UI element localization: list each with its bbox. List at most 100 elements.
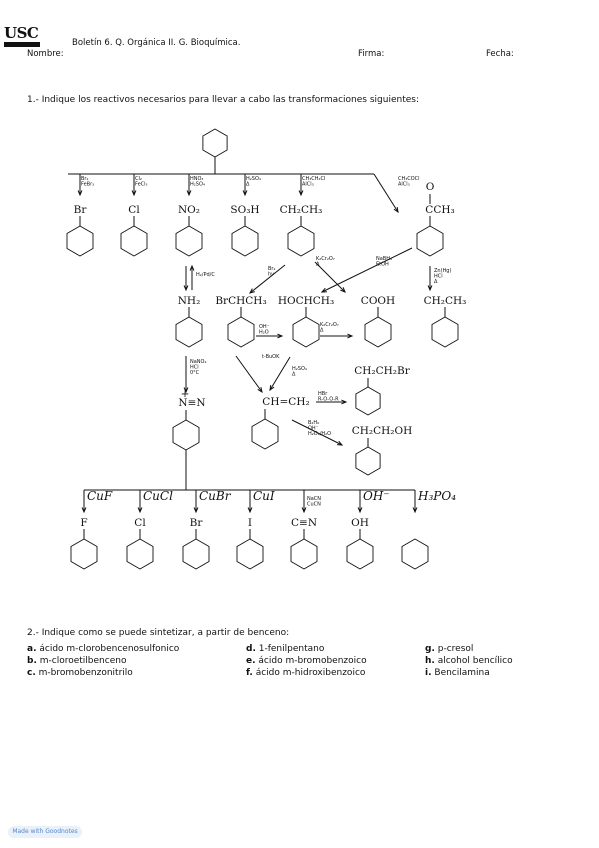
benzene-ring bbox=[416, 225, 444, 257]
substituent-label: Br bbox=[190, 517, 204, 529]
substituent-label: BrCHCH₃ bbox=[215, 295, 266, 307]
benzene-ring bbox=[346, 538, 374, 570]
reagent-label: OH⁻ bbox=[363, 489, 390, 503]
reagent-label: H₃PO₄ bbox=[417, 489, 456, 503]
items-column-1: a. ácido m-clorobencenosulfonico b. m-cl… bbox=[27, 643, 179, 679]
goodnotes-badge: Made with Goodnotes bbox=[8, 826, 82, 838]
list-item: e. ácido m-bromobenzoico bbox=[246, 656, 367, 666]
arrow-head bbox=[242, 190, 248, 197]
reagent-label: H₂O bbox=[259, 330, 269, 336]
reagent-label: HCl bbox=[190, 365, 199, 371]
reagent-label: OH⁻ bbox=[259, 324, 270, 330]
substituent-label: Cl bbox=[134, 517, 146, 529]
reagent-label: H₂/Pd/C bbox=[196, 272, 215, 278]
reagent-label: Δ bbox=[292, 372, 296, 378]
benzene-ring bbox=[182, 538, 210, 570]
nombre-label: Nombre: bbox=[27, 49, 64, 59]
benzene-ring bbox=[120, 225, 148, 257]
list-item: a. ácido m-clorobencenosulfonico bbox=[27, 644, 180, 654]
reagent-label: 0°C bbox=[190, 370, 200, 376]
reagent-label: H₂SO₄ bbox=[292, 366, 307, 372]
items-column-2: d. 1-fenilpentano e. ácido m-bromobenzoi… bbox=[246, 643, 367, 679]
benzene-ring bbox=[175, 225, 203, 257]
arrow-head bbox=[186, 190, 192, 197]
arrow-head bbox=[269, 384, 275, 392]
reagent-label: HBr bbox=[318, 391, 328, 397]
arrow-head bbox=[347, 333, 354, 339]
reagent-label: Br₂ bbox=[268, 266, 276, 272]
question-2: 2.- Indique como se puede sintetizar, a … bbox=[27, 628, 290, 638]
reagent-label: K₂Cr₂O₇ bbox=[316, 256, 335, 262]
reagent-label: NaCN bbox=[307, 496, 321, 502]
substituent-label: CH₂CH₃ bbox=[280, 204, 323, 216]
arrow-head bbox=[320, 287, 328, 293]
arrow-head bbox=[341, 399, 348, 405]
reagent-label: OH⁻ bbox=[308, 426, 319, 432]
reaction-line bbox=[235, 355, 263, 393]
substituent-label: I bbox=[248, 517, 252, 529]
benzene-ring bbox=[251, 418, 279, 450]
arrow-head bbox=[183, 285, 189, 292]
reaction-line bbox=[249, 264, 286, 294]
list-item: g. p-cresol bbox=[425, 644, 474, 654]
substituent-label: CCH₃ bbox=[425, 204, 454, 216]
substituent-label: HOCHCH₃ bbox=[278, 295, 334, 307]
list-item: c. m-bromobenzonitrilo bbox=[27, 668, 133, 678]
reagent-label: CuF bbox=[87, 489, 113, 503]
reagent-label: Cl₂ bbox=[135, 176, 142, 182]
reagent-label: t-BuOK bbox=[262, 354, 280, 360]
arrow-head bbox=[298, 190, 304, 197]
arrow-head bbox=[248, 288, 255, 294]
arrow-head bbox=[336, 440, 344, 446]
reagent-label: FeBr₃ bbox=[81, 182, 94, 188]
benzene-ring bbox=[355, 446, 381, 476]
reagent-label: NaBH₄ bbox=[376, 256, 392, 262]
reagent-label: CuBr bbox=[199, 489, 232, 503]
question-1: 1.- Indique los reactivos necesarios par… bbox=[27, 95, 419, 105]
items-column-3: g. p-cresol h. alcohol bencílico i. Benc… bbox=[425, 643, 513, 679]
benzene-ring bbox=[290, 538, 318, 570]
fecha-label: Fecha: bbox=[486, 49, 514, 59]
benzene-ring bbox=[292, 316, 320, 348]
benzene-ring bbox=[70, 538, 98, 570]
reaction-line bbox=[321, 247, 413, 293]
document-title: Boletín 6. Q. Orgánica II. G. Bioquímica… bbox=[72, 38, 241, 48]
reagent-label: hν bbox=[268, 272, 274, 278]
substituent-label: CH₂CH₂Br bbox=[354, 365, 411, 377]
reagent-label: Δ bbox=[316, 262, 320, 268]
substituent-label: Cl bbox=[128, 204, 140, 216]
reagent-label: CH₃COCl bbox=[398, 176, 420, 182]
arrow-head bbox=[81, 507, 87, 514]
benzene-ring bbox=[202, 128, 228, 158]
reagent-label: CH₃CH₂Cl bbox=[302, 176, 325, 182]
reagent-label: B₂H₆ bbox=[308, 420, 319, 426]
firma-label: Firma: bbox=[358, 49, 385, 59]
benzene-ring bbox=[66, 225, 94, 257]
reagent-label: K₂Cr₂O₇ bbox=[320, 322, 339, 328]
substituent-label: N≡N bbox=[178, 397, 205, 409]
arrow-head bbox=[357, 507, 363, 514]
substituent-label: CH₂CH₂OH bbox=[352, 425, 413, 437]
benzene-ring bbox=[126, 538, 154, 570]
reagent-label: R-O-O-R bbox=[318, 397, 339, 403]
reagent-label: AlCl₃ bbox=[398, 182, 410, 188]
reaction-line bbox=[291, 419, 343, 446]
reaction-scheme: Br₂FeBr₃BrCl₂FeCl₃ClHNO₃H₂SO₄NO₂H₂SO₄ΔSO… bbox=[66, 128, 466, 570]
arrow-head bbox=[301, 507, 307, 514]
reagent-label: NaNO₂ bbox=[190, 359, 206, 365]
benzene-ring bbox=[236, 538, 264, 570]
reagent-label: Δ bbox=[246, 182, 250, 188]
reagent-label: AlCl₃ bbox=[302, 182, 314, 188]
reagent-label: Δ bbox=[320, 328, 324, 334]
arrow-head bbox=[257, 387, 263, 394]
arrow-head bbox=[137, 507, 143, 514]
substituent-label: SO₃H bbox=[230, 204, 259, 216]
substituent-label: NO₂ bbox=[178, 204, 200, 216]
arrow-head bbox=[277, 333, 284, 339]
reagent-label: H₂SO₄ bbox=[246, 176, 261, 182]
arrow-head bbox=[77, 190, 83, 197]
benzene-ring bbox=[364, 316, 392, 348]
arrow-head bbox=[183, 387, 189, 394]
list-item: i. Bencilamina bbox=[425, 668, 490, 678]
logo-text: USC bbox=[4, 24, 39, 42]
